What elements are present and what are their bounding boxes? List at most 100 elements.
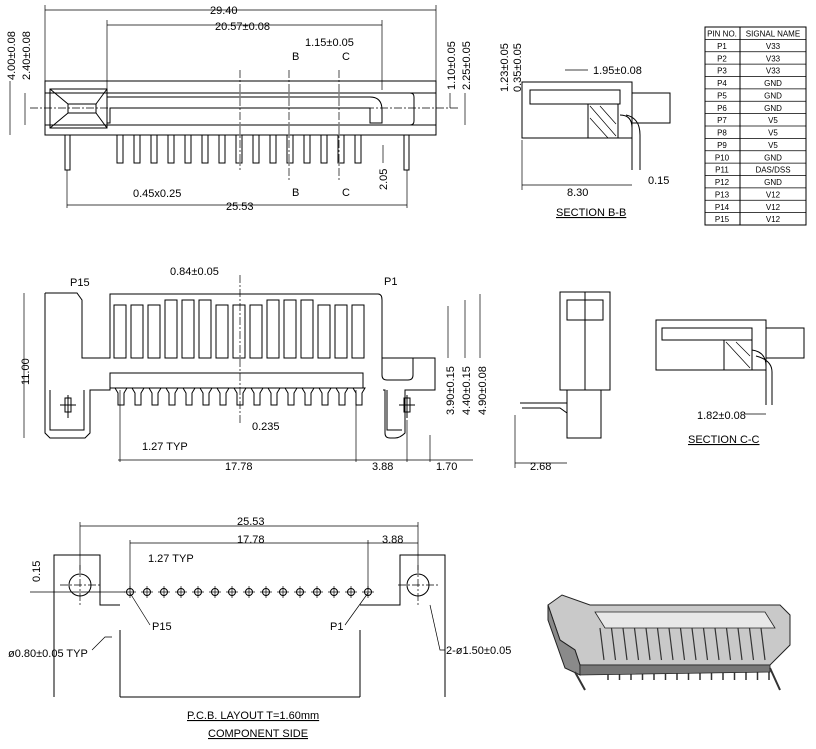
signal-name: V33 xyxy=(766,67,781,76)
dim-bb-b: 0.35±0.05 xyxy=(512,43,524,92)
pin-number: P11 xyxy=(715,166,729,175)
contact-slot xyxy=(283,299,297,359)
signal-name: V5 xyxy=(768,141,778,150)
top-pin xyxy=(133,134,141,164)
left-post xyxy=(64,134,71,171)
render-contact xyxy=(610,627,617,661)
signal-name: DAS/DSS xyxy=(755,166,790,175)
pin-table-header: PIN NO.SIGNAL NAME xyxy=(707,30,800,39)
pcb-pin-hole xyxy=(158,586,170,598)
pcb-pin-hole xyxy=(209,586,221,598)
render-contact xyxy=(737,627,743,661)
signal-name: V12 xyxy=(766,190,781,199)
contact-tail xyxy=(148,387,162,406)
dim-post-pitch: 25.53 xyxy=(226,201,254,213)
contact-tail xyxy=(233,387,247,406)
dim-slot-depth-a: 1.10±0.05 xyxy=(446,41,458,90)
dim-side-depth: 2.68 xyxy=(530,461,551,473)
section-b-b-title: SECTION B-B xyxy=(556,207,626,219)
contact-tail xyxy=(335,387,349,406)
contact-slot xyxy=(334,304,348,359)
contact-tail xyxy=(267,387,281,406)
contact-slot xyxy=(130,304,144,359)
pcb-label-p1: P1 xyxy=(330,621,343,633)
signal-name: V5 xyxy=(768,116,778,125)
dim-height: 4.00±0.08 xyxy=(6,31,18,80)
pin-table-row: P14 V12 xyxy=(715,203,781,212)
pcb-pin-hole xyxy=(226,586,238,598)
pcb-subcaption: COMPONENT SIDE xyxy=(208,728,308,740)
contact-tail xyxy=(131,387,145,406)
contact-tail xyxy=(250,387,264,406)
pin-number: P4 xyxy=(717,79,727,88)
dim-edge: 1.70 xyxy=(436,461,457,473)
render-contact xyxy=(748,627,755,661)
contact-slot xyxy=(232,304,246,359)
contact-slot xyxy=(300,299,314,359)
signal-name: SIGNAL NAME xyxy=(746,30,800,39)
render-contact xyxy=(679,627,686,661)
top-pin xyxy=(116,134,124,164)
dim-pcb-to-post: 3.88 xyxy=(382,534,403,546)
left-post-cross xyxy=(60,395,76,418)
section-c-c-title: SECTION C-C xyxy=(688,434,760,446)
left-key-block xyxy=(49,88,108,129)
pcb-pin-hole xyxy=(328,586,340,598)
signal-name: V12 xyxy=(766,203,781,212)
dim-contact-width: 0.84±0.05 xyxy=(170,266,219,278)
pcb-pin-hole xyxy=(345,586,357,598)
section-marker-c-bottom: C xyxy=(342,187,350,199)
render-contact xyxy=(691,627,697,661)
contact-slot xyxy=(198,299,212,359)
top-pin xyxy=(252,134,260,164)
right-post xyxy=(403,134,410,171)
signal-name: V33 xyxy=(766,42,781,51)
pcb-pin-hole xyxy=(243,586,255,598)
pin-table-row: P11 DAS/DSS xyxy=(715,166,790,175)
pcb-pin-hole xyxy=(141,586,153,598)
top-pin xyxy=(286,134,294,164)
top-pin xyxy=(303,134,311,164)
render-contact xyxy=(725,627,732,661)
pcb-pin-hole xyxy=(175,586,187,598)
render-contact xyxy=(702,627,709,661)
pcb-pin-hole xyxy=(311,586,323,598)
dim-bb-d: 0.15 xyxy=(648,175,669,187)
render-contact xyxy=(645,627,651,661)
contact-tail xyxy=(165,387,179,406)
pcb-pin-hole xyxy=(260,586,272,598)
connector-3d-render xyxy=(547,594,791,691)
pin-number: P6 xyxy=(717,104,727,113)
pin-number: P14 xyxy=(715,203,730,212)
section-c-c: 1.82±0.08 SECTION C-C xyxy=(655,319,805,446)
render-contact xyxy=(599,627,605,661)
contact-tail xyxy=(216,387,230,406)
contact-slot xyxy=(181,299,195,359)
dim-h1: 3.90±0.15 xyxy=(445,366,457,415)
contact-slot xyxy=(266,299,280,359)
contact-tail xyxy=(284,387,298,406)
contact-slot xyxy=(249,304,263,359)
right-key-block xyxy=(382,92,415,126)
dim-bb-c: 1.95±0.08 xyxy=(593,65,642,77)
pcb-caption: P.C.B. LAYOUT T=1.60mm xyxy=(187,710,319,722)
contact-slot xyxy=(147,304,161,359)
dim-pcb-span: 17.78 xyxy=(237,534,265,546)
side-view: 2.68 xyxy=(514,291,611,473)
pcb-pin-hole xyxy=(192,586,204,598)
contact-tail xyxy=(114,387,128,406)
label-p1: P1 xyxy=(384,276,397,288)
signal-name: V5 xyxy=(768,129,778,138)
contact-slot xyxy=(164,299,178,359)
pin-number: P12 xyxy=(715,178,730,187)
dim-h3: 4.90±0.08 xyxy=(477,366,489,415)
contact-slot xyxy=(113,304,127,359)
